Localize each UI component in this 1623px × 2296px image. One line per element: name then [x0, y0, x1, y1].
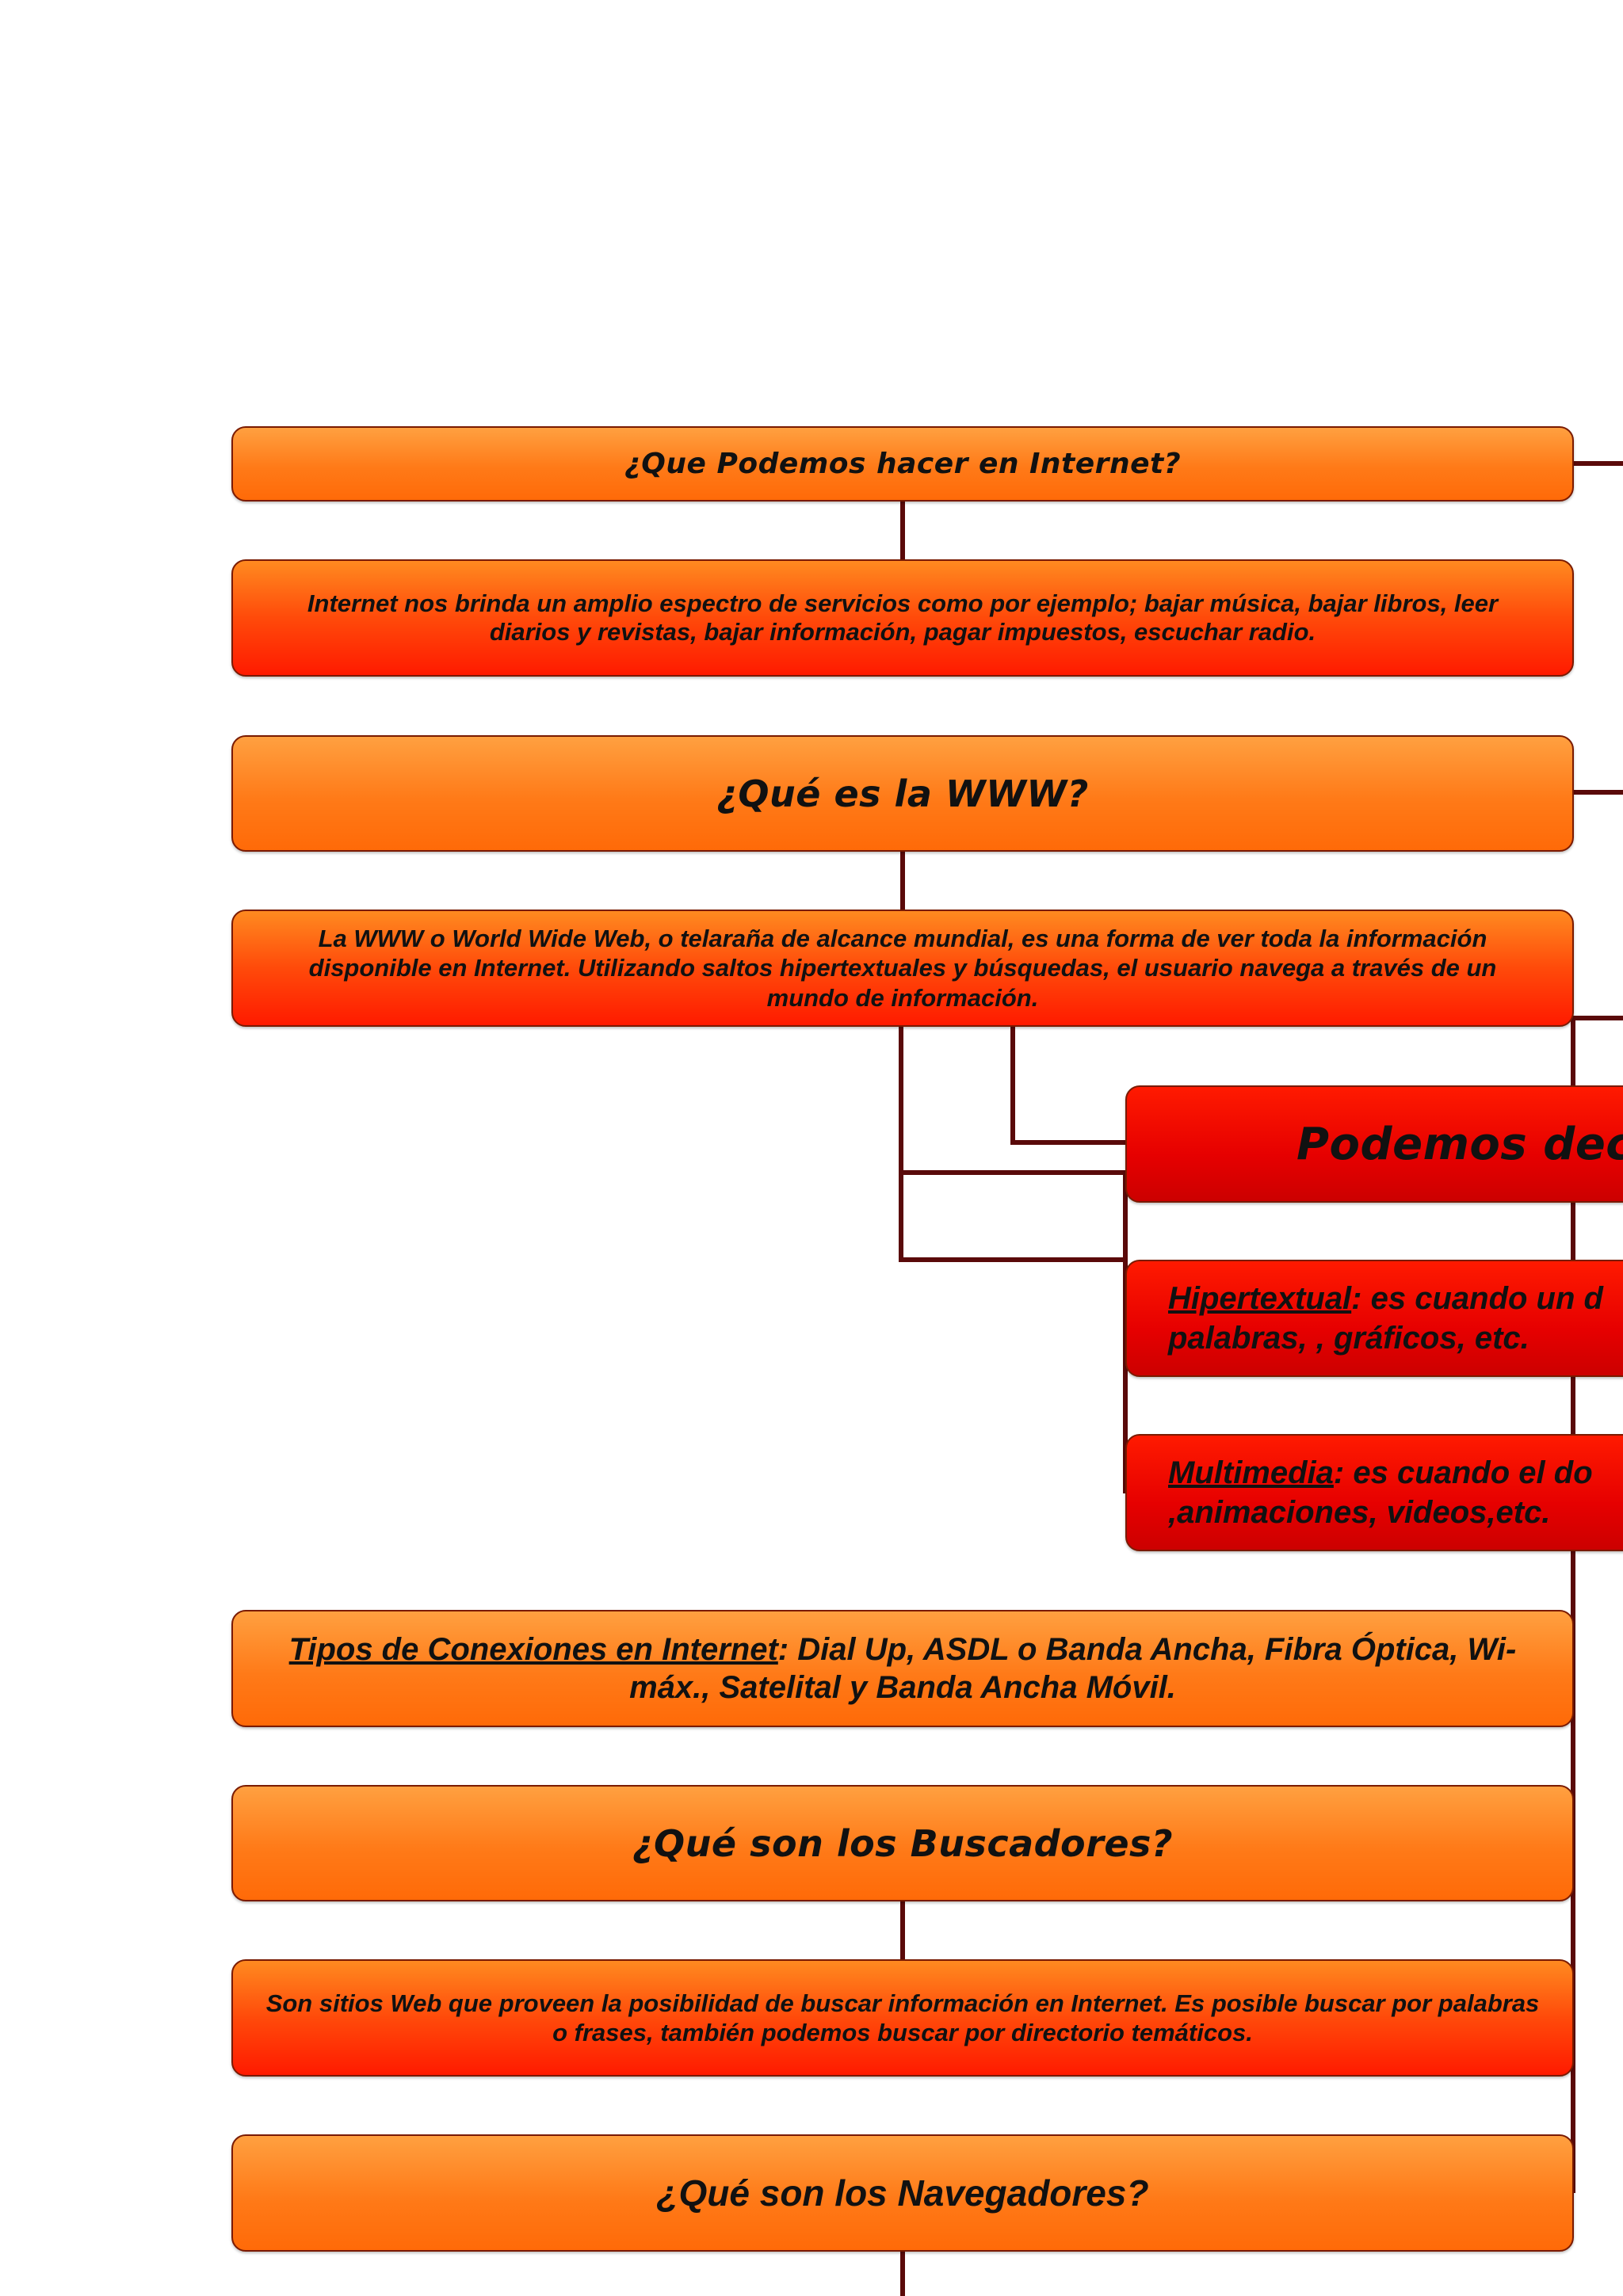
hipertextual-first-line: Hipertextual: es cuando un d: [1168, 1279, 1603, 1318]
connector-www-left-branch: [899, 1027, 1125, 1262]
hipertextual-content: Hipertextual: es cuando un d palabras, ,…: [1168, 1279, 1603, 1358]
multimedia-content: Multimedia: es cuando el do ,animaciones…: [1168, 1453, 1593, 1532]
hipertextual-line2: palabras, , gráficos, etc.: [1168, 1321, 1529, 1356]
multimedia-term: Multimedia: [1168, 1455, 1334, 1490]
multimedia-line2: ,animaciones, videos,etc.: [1168, 1495, 1551, 1530]
podemos-decir-text: Podemos decir q: [1296, 1118, 1623, 1170]
tipos-conexiones-rest: : Dial Up, ASDL o Banda Ancha, Fibra Ópt…: [629, 1632, 1517, 1705]
answer-www-box: La WWW o World Wide Web, o telaraña de a…: [231, 910, 1574, 1027]
question-buscadores-box: ¿Qué son los Buscadores?: [231, 1785, 1574, 1901]
answer-www-text: La WWW o World Wide Web, o telaraña de a…: [308, 925, 1497, 1012]
tipos-conexiones-content: Tipos de Conexiones en Internet: Dial Up…: [265, 1630, 1541, 1707]
question-navegadores-text: ¿Qué son los Navegadores?: [656, 2172, 1149, 2214]
answer-buscadores-text: Son sitios Web que proveen la posibilida…: [265, 1989, 1540, 2046]
multimedia-line1: : es cuando el do: [1333, 1455, 1593, 1490]
podemos-decir-box: Podemos decir q: [1125, 1085, 1623, 1203]
question-internet-text: ¿Que Podemos hacer en Internet?: [624, 448, 1182, 480]
multimedia-box: Multimedia: es cuando el do ,animaciones…: [1125, 1434, 1623, 1551]
question-buscadores-text: ¿Qué son los Buscadores?: [632, 1821, 1174, 1865]
tipos-conexiones-term: Tipos de Conexiones en Internet: [288, 1632, 778, 1667]
question-www-box: ¿Qué es la WWW?: [231, 735, 1574, 852]
question-internet-box: ¿Que Podemos hacer en Internet?: [231, 426, 1574, 502]
answer-internet-box: Internet nos brinda un amplio espectro d…: [231, 559, 1574, 677]
answer-buscadores-box: Son sitios Web que proveen la posibilida…: [231, 1959, 1574, 2077]
hipertextual-box: Hipertextual: es cuando un d palabras, ,…: [1125, 1260, 1623, 1377]
hipertextual-term: Hipertextual: [1168, 1281, 1352, 1316]
connector-www-to-podemos: [1010, 1027, 1125, 1145]
hipertextual-line1: : es cuando un d: [1351, 1281, 1603, 1316]
multimedia-first-line: Multimedia: es cuando el do: [1168, 1453, 1593, 1493]
tipos-conexiones-box: Tipos de Conexiones en Internet: Dial Up…: [231, 1610, 1574, 1727]
question-www-text: ¿Qué es la WWW?: [716, 772, 1089, 815]
answer-internet-text: Internet nos brinda un amplio espectro d…: [307, 589, 1499, 646]
question-navegadores-box: ¿Qué son los Navegadores?: [231, 2134, 1574, 2252]
